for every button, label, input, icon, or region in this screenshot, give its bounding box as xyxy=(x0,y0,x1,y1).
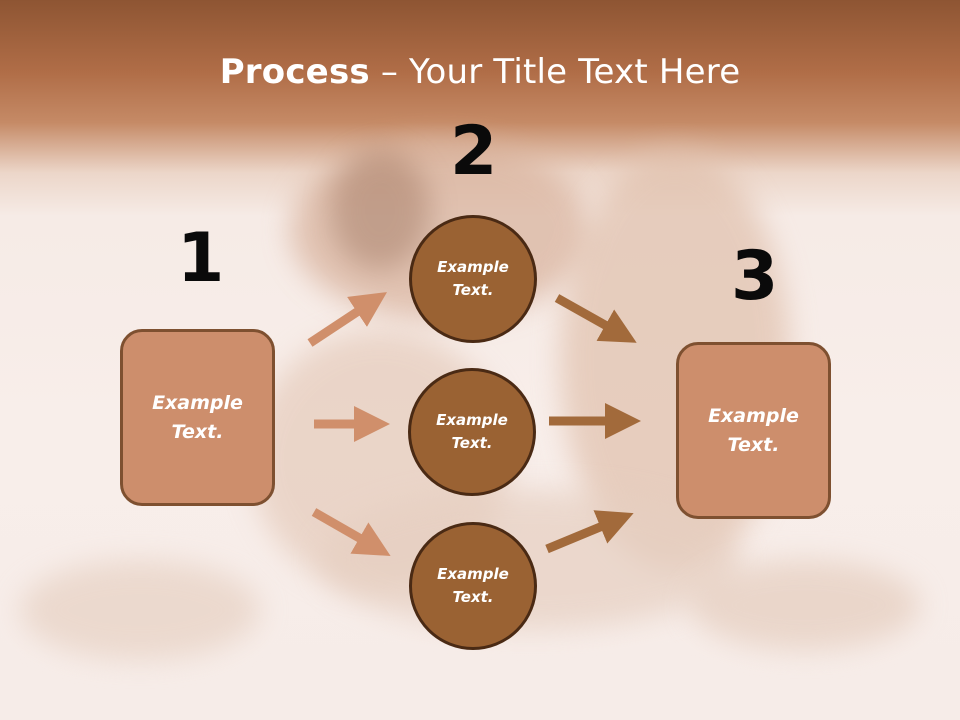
arrow-to-circle-bottom xyxy=(311,508,391,556)
step-1-text: Example Text. xyxy=(152,389,243,447)
arrow-from-circle-top xyxy=(554,294,637,343)
step-3-text: Example Text. xyxy=(708,402,799,460)
step-1-text-line1: Example xyxy=(152,391,243,414)
title-rest: – Your Title Text Here xyxy=(369,52,741,92)
step-number-3: 3 xyxy=(731,237,779,316)
step-2-circle-top: Example Text. xyxy=(409,215,537,343)
step-2-circle-bottom: Example Text. xyxy=(409,522,537,650)
circle-top-line2: Text. xyxy=(452,281,494,299)
arrow-to-circle-top xyxy=(307,292,388,347)
title-bold: Process xyxy=(219,52,370,92)
step-1-box: Example Text. xyxy=(120,329,275,506)
slide-title: Process – Your Title Text Here xyxy=(0,52,960,92)
circle-middle-line2: Text. xyxy=(451,434,493,452)
step-number-2: 2 xyxy=(450,112,498,191)
circle-top-line1: Example xyxy=(437,258,509,276)
circle-middle-line1: Example xyxy=(436,411,508,429)
arrow-from-circle-bottom xyxy=(545,510,634,554)
step-number-1: 1 xyxy=(177,219,225,298)
step-3-box: Example Text. xyxy=(676,342,831,519)
circle-bottom-line1: Example xyxy=(437,565,509,583)
step-1-text-line2: Text. xyxy=(171,420,224,443)
circle-bottom-line2: Text. xyxy=(452,588,494,606)
step-2-circle-middle: Example Text. xyxy=(408,368,536,496)
step-3-text-line1: Example xyxy=(708,404,799,427)
step-3-text-line2: Text. xyxy=(727,433,780,456)
